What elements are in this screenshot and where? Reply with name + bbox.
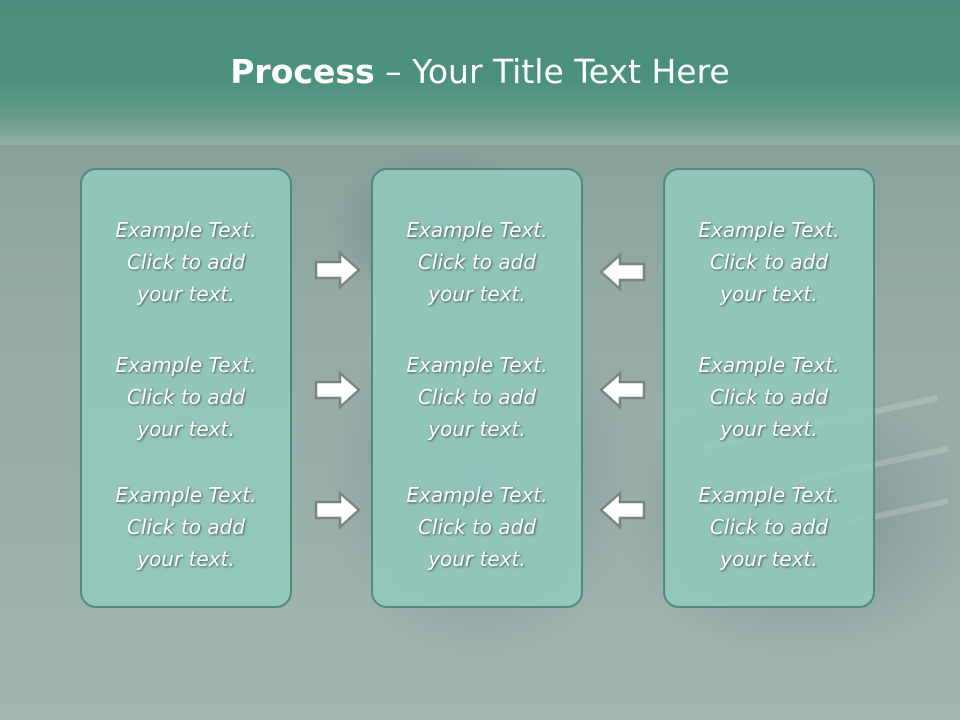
text-line: Click to add (126, 385, 246, 409)
text-line: your text. (720, 417, 818, 441)
text-line: Click to add (709, 385, 829, 409)
text-line: Example Text. (115, 353, 257, 377)
left-arrow-icon (599, 490, 646, 530)
text-line: Example Text. (698, 353, 840, 377)
text-block[interactable]: Example Text. Click to add your text. (373, 479, 581, 575)
text-block[interactable]: Example Text. Click to add your text. (82, 479, 290, 575)
text-block[interactable]: Example Text. Click to add your text. (665, 479, 873, 575)
right-arrow-icon (314, 370, 361, 410)
text-block[interactable]: Example Text. Click to add your text. (665, 214, 873, 310)
text-box-right[interactable]: Example Text. Click to add your text. Ex… (663, 168, 875, 608)
text-line: Click to add (417, 250, 537, 274)
text-line: your text. (428, 417, 526, 441)
text-line: your text. (720, 282, 818, 306)
text-line: your text. (720, 547, 818, 571)
text-line: Example Text. (406, 483, 548, 507)
title-rest: – Your Title Text Here (374, 52, 730, 91)
text-box-center[interactable]: Example Text. Click to add your text. Ex… (371, 168, 583, 608)
text-line: your text. (428, 282, 526, 306)
text-line: your text. (137, 417, 235, 441)
text-box-left[interactable]: Example Text. Click to add your text. Ex… (80, 168, 292, 608)
text-block[interactable]: Example Text. Click to add your text. (373, 349, 581, 445)
text-block[interactable]: Example Text. Click to add your text. (373, 214, 581, 310)
title-banner: Process – Your Title Text Here (0, 0, 960, 145)
text-line: Click to add (417, 515, 537, 539)
text-line: Click to add (126, 515, 246, 539)
text-line: Example Text. (406, 353, 548, 377)
text-block[interactable]: Example Text. Click to add your text. (665, 349, 873, 445)
text-block[interactable]: Example Text. Click to add your text. (82, 214, 290, 310)
text-line: Example Text. (115, 483, 257, 507)
slide-title[interactable]: Process – Your Title Text Here (0, 52, 960, 91)
text-line: your text. (137, 547, 235, 571)
text-block[interactable]: Example Text. Click to add your text. (82, 349, 290, 445)
left-arrow-icon (599, 370, 646, 410)
text-line: Example Text. (698, 483, 840, 507)
text-line: your text. (137, 282, 235, 306)
text-line: Click to add (709, 515, 829, 539)
text-line: your text. (428, 547, 526, 571)
right-arrow-icon (314, 490, 361, 530)
left-arrow-icon (599, 252, 646, 292)
right-arrow-icon (314, 250, 361, 290)
text-line: Click to add (126, 250, 246, 274)
text-line: Example Text. (406, 218, 548, 242)
text-line: Example Text. (698, 218, 840, 242)
text-line: Click to add (417, 385, 537, 409)
text-line: Click to add (709, 250, 829, 274)
text-line: Example Text. (115, 218, 257, 242)
title-bold: Process (230, 52, 375, 91)
